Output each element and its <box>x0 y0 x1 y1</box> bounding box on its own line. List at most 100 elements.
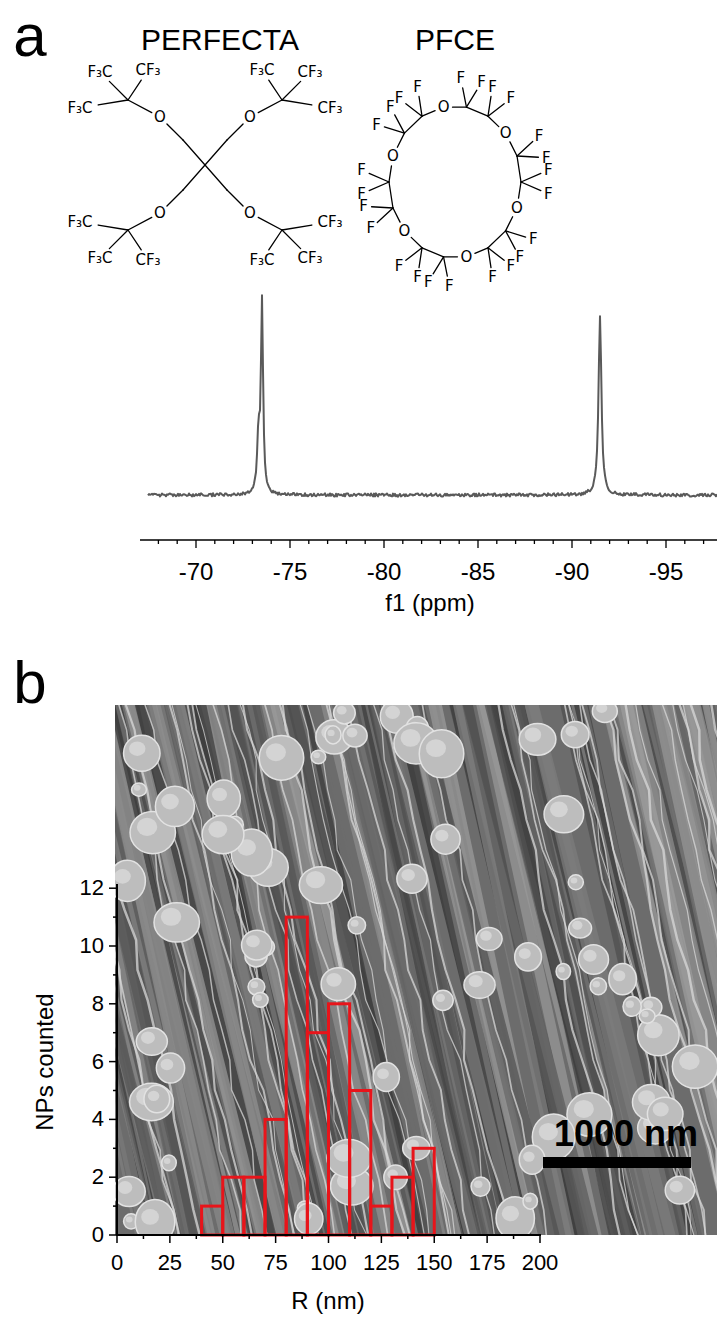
nanoparticle-highlight <box>137 818 157 836</box>
chem-bond <box>109 230 128 249</box>
major-tick <box>486 1235 488 1243</box>
minor-tick <box>365 540 366 544</box>
nanoparticle <box>115 1176 145 1206</box>
minor-tick <box>459 540 460 544</box>
spectrum-trace <box>148 295 717 496</box>
ring-bond <box>510 142 517 156</box>
nanoparticle-highlight <box>306 871 325 888</box>
nanoparticle-highlight <box>129 741 145 756</box>
nanoparticle-highlight <box>571 877 578 883</box>
nanoparticle <box>623 997 641 1017</box>
nanoparticle-highlight <box>626 1000 634 1007</box>
chem-bond <box>463 88 467 107</box>
major-tick <box>275 1235 277 1243</box>
nanoparticle-highlight <box>401 869 415 881</box>
minor-tick <box>460 1235 462 1239</box>
bright-fiber <box>306 705 430 1235</box>
fluorine-atom: F <box>445 278 454 293</box>
bright-fiber <box>115 705 181 1235</box>
chem-bond <box>205 140 227 165</box>
ring-bond <box>506 217 513 231</box>
fiber-streak <box>487 705 624 1235</box>
tick-label: -70 <box>179 560 214 584</box>
chem-bond <box>128 100 152 113</box>
tick-label: 175 <box>469 1252 506 1274</box>
nanoparticle <box>419 730 464 778</box>
minor-tick <box>440 540 441 544</box>
nanoparticle <box>132 783 147 796</box>
bright-fiber <box>513 705 640 1235</box>
bright-fiber <box>187 705 317 1235</box>
chem-bond <box>444 257 448 276</box>
nanoparticle <box>592 705 617 722</box>
nanoparticle-highlight <box>593 981 600 988</box>
tick-label: 10 <box>80 935 104 957</box>
nanoparticle-highlight <box>474 1180 483 1188</box>
minor-tick <box>233 540 234 544</box>
nanoparticle <box>471 1177 490 1196</box>
major-tick <box>109 1003 117 1005</box>
fluorine-atom: F <box>488 270 497 285</box>
nanoparticle <box>156 1053 184 1083</box>
axis-title: R (nm) <box>291 1289 364 1313</box>
major-tick <box>289 540 290 548</box>
nanoparticle <box>433 990 453 1010</box>
chem-bond <box>282 225 312 230</box>
histogram-bar <box>413 1148 434 1235</box>
trifluoromethyl-group: CF₃ <box>135 63 160 78</box>
nanoparticle-highlight <box>141 1209 159 1225</box>
nanoparticle <box>348 917 366 934</box>
ring-bond <box>422 248 444 257</box>
ring-bond <box>517 156 521 182</box>
bright-fiber <box>264 705 389 1235</box>
axis-title: NPs counted <box>33 993 57 1130</box>
oxygen-atom: O <box>511 200 523 215</box>
nanoparticle <box>259 735 303 780</box>
major-tick <box>328 1235 330 1243</box>
fluorine-atom: F <box>515 250 524 265</box>
bright-fiber <box>192 705 316 1235</box>
ppm-axis <box>140 539 717 541</box>
nanoparticle <box>544 796 584 833</box>
bright-fiber <box>510 705 640 1235</box>
nanoparticle-highlight <box>643 1000 653 1009</box>
nanoparticle <box>135 1200 175 1235</box>
nanoparticle-highlight <box>148 1091 160 1101</box>
nanoparticle-highlight <box>572 921 582 930</box>
chem-bond <box>282 100 312 105</box>
nanoparticle-highlight <box>435 830 448 842</box>
nanoparticle-highlight <box>641 1011 648 1017</box>
ring-bond <box>519 182 521 198</box>
ring-bond <box>466 107 488 116</box>
chem-bond <box>183 165 205 190</box>
fluorine-atom: F <box>424 274 433 289</box>
chem-bond <box>369 182 389 191</box>
fluorine-atom: F <box>544 186 553 201</box>
nanoparticle <box>343 724 367 747</box>
nanoparticle <box>569 918 592 938</box>
trifluoromethyl-group: F₃C <box>249 253 274 268</box>
trifluoromethyl-group: CF₃ <box>135 253 160 268</box>
histogram-bar <box>350 1091 371 1236</box>
bright-fiber <box>115 705 179 1235</box>
minor-tick <box>628 540 629 544</box>
minor-tick <box>113 916 117 918</box>
y-axis <box>116 884 118 1236</box>
nanoparticle-highlight <box>519 948 531 959</box>
chem-bond <box>406 248 422 261</box>
chem-bond <box>419 96 422 116</box>
chem-bond <box>406 104 422 117</box>
histogram-bar <box>223 1177 244 1235</box>
bright-fiber <box>168 705 294 1235</box>
nanoparticle-highlight <box>161 794 179 810</box>
bright-fiber <box>608 705 717 1235</box>
bright-fiber <box>579 705 706 1235</box>
minor-tick <box>252 540 253 544</box>
chem-bond <box>517 142 533 156</box>
tick-label: -90 <box>555 560 590 584</box>
nanoparticle-highlight <box>523 1151 535 1161</box>
minor-tick <box>496 540 497 544</box>
nanoparticle <box>639 1009 655 1023</box>
fluorine-atom: F <box>477 75 486 90</box>
oxygen-atom: O <box>438 100 450 115</box>
